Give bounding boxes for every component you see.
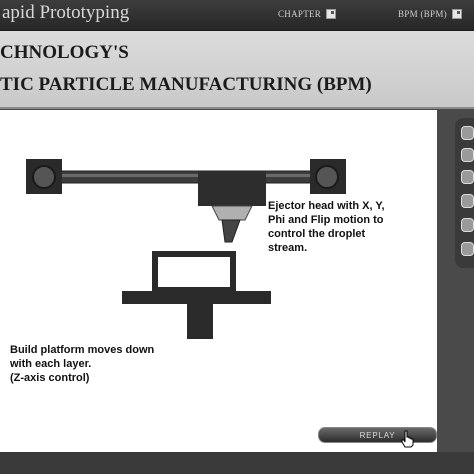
side-button-2[interactable] — [461, 148, 474, 162]
platform-annotation: Build platform moves down with each laye… — [10, 344, 155, 384]
side-button-3[interactable] — [461, 170, 474, 184]
right-rail-knob — [315, 165, 339, 189]
bpm-nav-button[interactable]: BPM (BPM) — [398, 9, 462, 19]
page-title-line-2: TIC PARTICLE MANUFACTURING (BPM) — [0, 74, 372, 95]
bpm-square-icon — [451, 9, 462, 19]
side-button-4[interactable] — [461, 194, 474, 208]
side-button-5[interactable] — [461, 218, 474, 232]
side-button-1[interactable] — [461, 126, 474, 140]
build-platform — [122, 291, 271, 304]
replay-button[interactable]: REPLAY — [318, 427, 437, 443]
page-header: CHNOLOGY'S TIC PARTICLE MANUFACTURING (B… — [0, 31, 474, 109]
hand-cursor-icon — [401, 430, 414, 448]
bpm-diagram — [26, 159, 346, 339]
ejector-carriage — [198, 171, 266, 206]
chapter-label: CHAPTER — [278, 9, 322, 19]
page-title-line-1: CHNOLOGY'S — [0, 42, 129, 63]
z-axis-column — [187, 304, 213, 339]
side-button-6[interactable] — [461, 242, 474, 256]
chapter-square-icon — [326, 9, 337, 19]
footer-bar — [0, 452, 474, 474]
chapter-nav-button[interactable]: CHAPTER — [278, 9, 337, 19]
side-button-rail — [455, 118, 474, 268]
title-bar: apid Prototyping CHAPTER BPM (BPM) — [0, 0, 474, 31]
ejector-nozzle — [211, 205, 253, 221]
left-rail-knob — [32, 165, 56, 189]
ejector-annotation: Ejector head with X, Y, Phi and Flip mot… — [268, 200, 385, 254]
replay-label: REPLAY — [359, 430, 396, 440]
app-title: apid Prototyping — [2, 2, 130, 23]
bpm-label: BPM (BPM) — [398, 9, 447, 19]
